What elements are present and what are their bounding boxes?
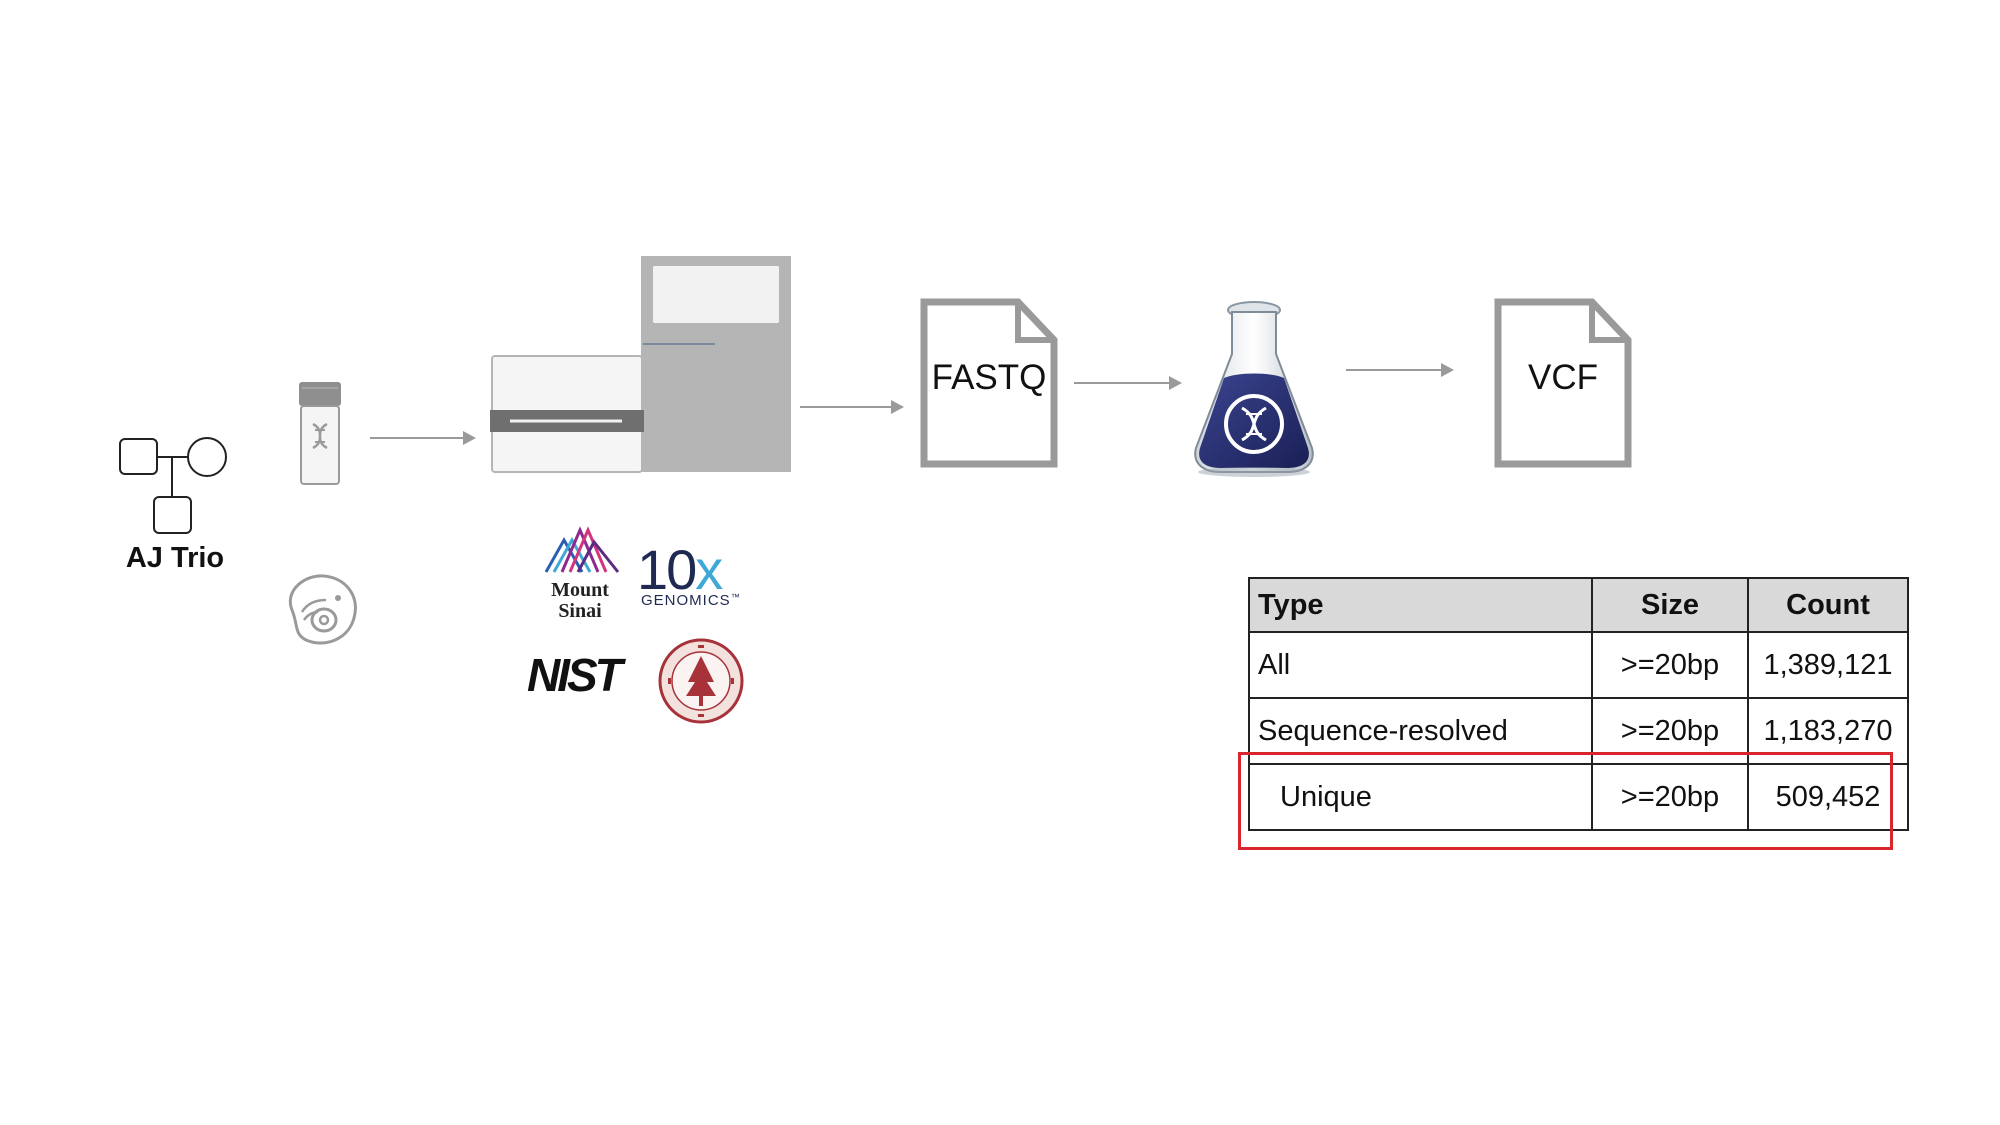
- arrow-1: [370, 431, 476, 445]
- cell-size: >=20bp: [1591, 631, 1749, 699]
- vcf-file-icon: [1494, 298, 1632, 468]
- cell-count: 509,452: [1747, 763, 1909, 831]
- nist-logo: NIST: [527, 649, 623, 701]
- mount-sinai-logo: [544, 526, 620, 573]
- pedigree-icon: [119, 437, 227, 534]
- header-count: Count: [1747, 577, 1909, 633]
- cell-type: Unique: [1248, 763, 1593, 831]
- table-row: Unique >=20bp 509,452: [1248, 763, 1909, 831]
- arrow-2: [800, 400, 904, 414]
- vcf-label: VCF: [1528, 358, 1598, 397]
- genomics-tm: ™: [730, 592, 741, 602]
- cell-count: 1,389,121: [1747, 631, 1909, 699]
- genomics-wordmark: GENOMICS™: [641, 592, 741, 609]
- dna-tube-icon: [299, 382, 341, 485]
- tenx-number: 10: [637, 538, 697, 601]
- arrow-3: [1074, 376, 1182, 390]
- stanford-seal-icon: [658, 638, 744, 724]
- sequencer-icon: [490, 256, 791, 473]
- fastq-label: FASTQ: [931, 358, 1047, 397]
- flask-dna-icon: [1194, 301, 1314, 477]
- unique-row-highlight: [1238, 752, 1893, 850]
- cell-icon: [288, 574, 357, 645]
- header-type: Type: [1248, 577, 1593, 633]
- cell-type: All: [1248, 631, 1593, 699]
- fastq-file-icon: [920, 298, 1058, 468]
- genomics-text: GENOMICS: [641, 592, 731, 609]
- tenx-logo: 10x: [637, 537, 723, 602]
- trio-label: AJ Trio: [125, 542, 225, 574]
- variant-table: Type Size Count All >=20bp 1,389,121 Seq…: [1248, 577, 1909, 831]
- mount-sinai-line-2: Sinai: [558, 600, 602, 622]
- table-row: All >=20bp 1,389,121: [1248, 631, 1909, 699]
- arrow-4: [1346, 363, 1454, 377]
- header-size: Size: [1591, 577, 1749, 633]
- mount-sinai-wordmark: Mount Sinai: [540, 580, 620, 622]
- tenx-x: x: [695, 538, 723, 601]
- mount-sinai-line-1: Mount: [551, 579, 609, 601]
- cell-size: >=20bp: [1591, 763, 1749, 831]
- table-header-row: Type Size Count: [1248, 577, 1909, 633]
